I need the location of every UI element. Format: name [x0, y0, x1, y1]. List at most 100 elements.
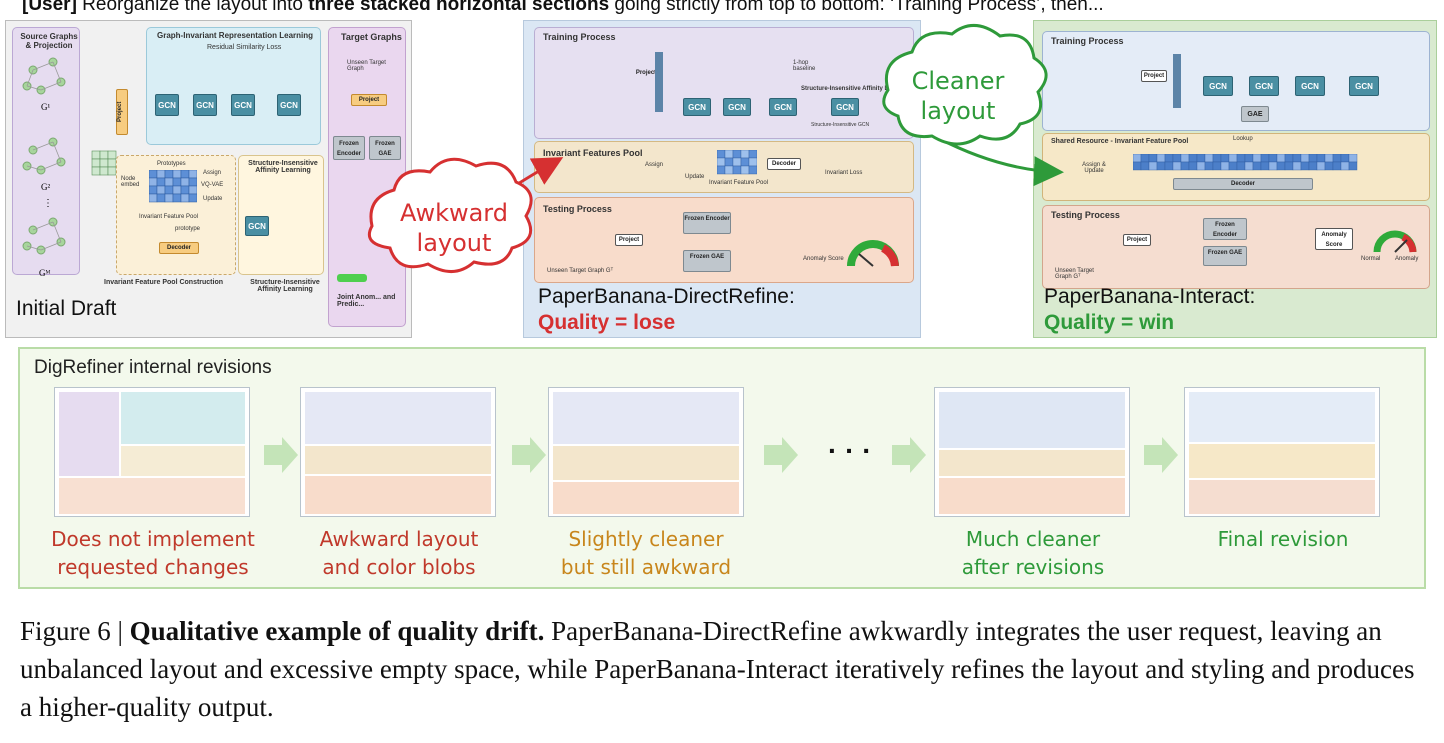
interact-assign-update: Assign & Update: [1082, 162, 1106, 174]
pool-cell: [1172, 161, 1182, 171]
pool-cell: [1260, 161, 1270, 171]
revision-thumb-4: [934, 387, 1130, 517]
pool-cell: [1220, 161, 1230, 171]
sial-region: Structure-Insensitive Affinity Learning …: [238, 155, 324, 275]
sial-gcn-block: GCN: [245, 216, 269, 236]
sial-title: Structure-Insensitive Affinity Learning: [248, 160, 318, 174]
revision-thumb-3: [548, 387, 744, 517]
interact-quality: Quality = win: [1044, 311, 1175, 334]
target-project-box: Project: [351, 94, 387, 106]
pool-cell: [1164, 154, 1174, 163]
pool-cell: [1276, 161, 1286, 171]
pool-construction-region: Prototypes Assign VQ-VAE Update Node emb…: [116, 155, 236, 275]
pool-cell: [1348, 161, 1358, 171]
revision-3-line-1: Slightly cleaner: [568, 527, 724, 551]
direct-frozen-encoder: Frozen Encoder: [683, 212, 731, 234]
cleaner-cloud-text: Cleaner layout: [892, 66, 1024, 126]
update-label: Update: [203, 196, 223, 202]
pool-cell: [1308, 154, 1318, 163]
directrefine-panel: Training Process Project GCN GCN GCN GCN…: [523, 20, 921, 338]
pool-cell: [1133, 161, 1142, 171]
vqvae-label: VQ-VAE: [201, 182, 224, 188]
pool-cell: [1188, 154, 1198, 163]
pool-cell: [1180, 154, 1190, 163]
pool-cell: [1148, 161, 1158, 171]
interact-frozen-gae: Frozen GAE: [1203, 246, 1247, 266]
pool-cell: [1252, 154, 1262, 163]
interact-decoder-box: Decoder: [1173, 178, 1313, 190]
prompt-text-after: going strictly from top to bottom: ‘Trai…: [609, 0, 1104, 15]
revision-2-line-2: and color blobs: [322, 555, 476, 579]
direct-project-label: Project: [635, 70, 657, 76]
initial-decoder-box: Decoder: [159, 242, 199, 254]
pool-cell: [1316, 154, 1326, 163]
direct-training-title: Training Process: [543, 32, 616, 42]
direct-frozen-gae: Frozen GAE: [683, 250, 731, 272]
pool-cell: [1324, 154, 1334, 163]
pool-cell: [1292, 154, 1302, 163]
pool-cell: [1220, 154, 1230, 163]
revisions-title: DigRefiner internal revisions: [34, 357, 272, 378]
direct-test-project: Project: [615, 234, 643, 246]
pool-construction-title: Invariant Feature Pool Construction: [104, 279, 224, 286]
normal-bar: [337, 274, 367, 282]
interact-testing-title: Testing Process: [1051, 210, 1120, 220]
pool-cell: [1244, 154, 1254, 163]
residual-loss-label: Residual Similarity Loss: [207, 44, 282, 51]
prompt-emphasis: three stacked horizontal sections: [308, 0, 610, 15]
interact-anomaly-score: Anomaly Score: [1315, 228, 1353, 250]
gcn-block-1: GCN: [155, 94, 179, 116]
direct-invariant-loss: Invariant Loss: [825, 170, 863, 176]
pool-cell: [1316, 161, 1326, 171]
gcn-block-4: GCN: [277, 94, 301, 116]
direct-pool-title: Invariant Features Pool: [543, 148, 643, 158]
revision-1-line-2: requested changes: [57, 555, 249, 579]
prototype-label: prototype: [175, 226, 201, 232]
direct-pool-region: Invariant Features Pool Assign Update In…: [534, 141, 914, 193]
figure-body: PaperBanana-DirectRefine awkwardly integ…: [20, 616, 1415, 722]
interact-project-box: Project: [1141, 70, 1167, 82]
revision-4-line-1: Much cleaner: [965, 527, 1101, 551]
direct-sigcn-label: Structure-Insensitive GCN: [811, 122, 870, 128]
figure-title: Qualitative example of quality drift.: [129, 616, 545, 646]
pool-cell: [1228, 161, 1238, 171]
revisions-panel: DigRefiner internal revisions · · ·: [18, 347, 1426, 589]
interact-gcn-4: GCN: [1349, 76, 1379, 96]
pool-cell: [1340, 154, 1350, 163]
pool-cell: [1260, 154, 1270, 163]
pool-cell: [1236, 154, 1246, 163]
gcn-block-3: GCN: [231, 94, 255, 116]
direct-decoder-box: Decoder: [767, 158, 801, 170]
sial-footer: Structure-Insensitive Affinity Learning: [250, 279, 320, 293]
awkward-cloud-text: Awkward layout: [384, 198, 524, 258]
joint-anomaly-label: Joint Anom... and Predic...: [337, 294, 396, 308]
pool-cell: [1164, 161, 1174, 171]
revision-caption-3: Slightly cleaner but still awkward: [532, 525, 760, 581]
cleaner-line-2: layout: [920, 97, 996, 125]
interact-unseen-label: Unseen Target Graph Gᵀ: [1055, 268, 1094, 280]
pool-cell: [1308, 161, 1318, 171]
direct-assign-label: Assign: [645, 162, 664, 168]
initial-project-box: Project: [116, 89, 128, 135]
direct-testing-title: Testing Process: [543, 204, 612, 214]
source-graphs-title: Source Graphs & Projection: [20, 32, 78, 50]
pool-cell: [1236, 161, 1246, 171]
interact-gae-box: GAE: [1241, 106, 1269, 122]
pool-cell: [1228, 154, 1238, 163]
pool-cell: [1212, 161, 1222, 171]
pool-cell: [1204, 154, 1214, 163]
svg-text:⋮: ⋮: [43, 198, 53, 209]
interact-testing-region: Testing Process Project Frozen Encoder F…: [1042, 205, 1430, 289]
direct-unseen-label: Unseen Target Graph Gᵀ: [547, 268, 614, 274]
revision-caption-5: Final revision: [1170, 525, 1396, 553]
user-prompt: [User] Reorganize the layout into three …: [22, 0, 1104, 16]
pool-cell: [1284, 154, 1294, 163]
awkward-line-2: layout: [416, 229, 492, 257]
figure-caption: Figure 6 | Qualitative example of qualit…: [20, 612, 1430, 726]
revision-caption-2: Awkward layout and color blobs: [286, 525, 512, 581]
target-graphs-title: Target Graphs: [341, 32, 402, 42]
direct-caption: PaperBanana-DirectRefine:: [538, 285, 795, 308]
gir-learning-region: Graph-Invariant Representation Learning …: [146, 27, 321, 145]
direct-gcn-2: GCN: [723, 98, 751, 116]
pool-cell: [1340, 161, 1350, 171]
